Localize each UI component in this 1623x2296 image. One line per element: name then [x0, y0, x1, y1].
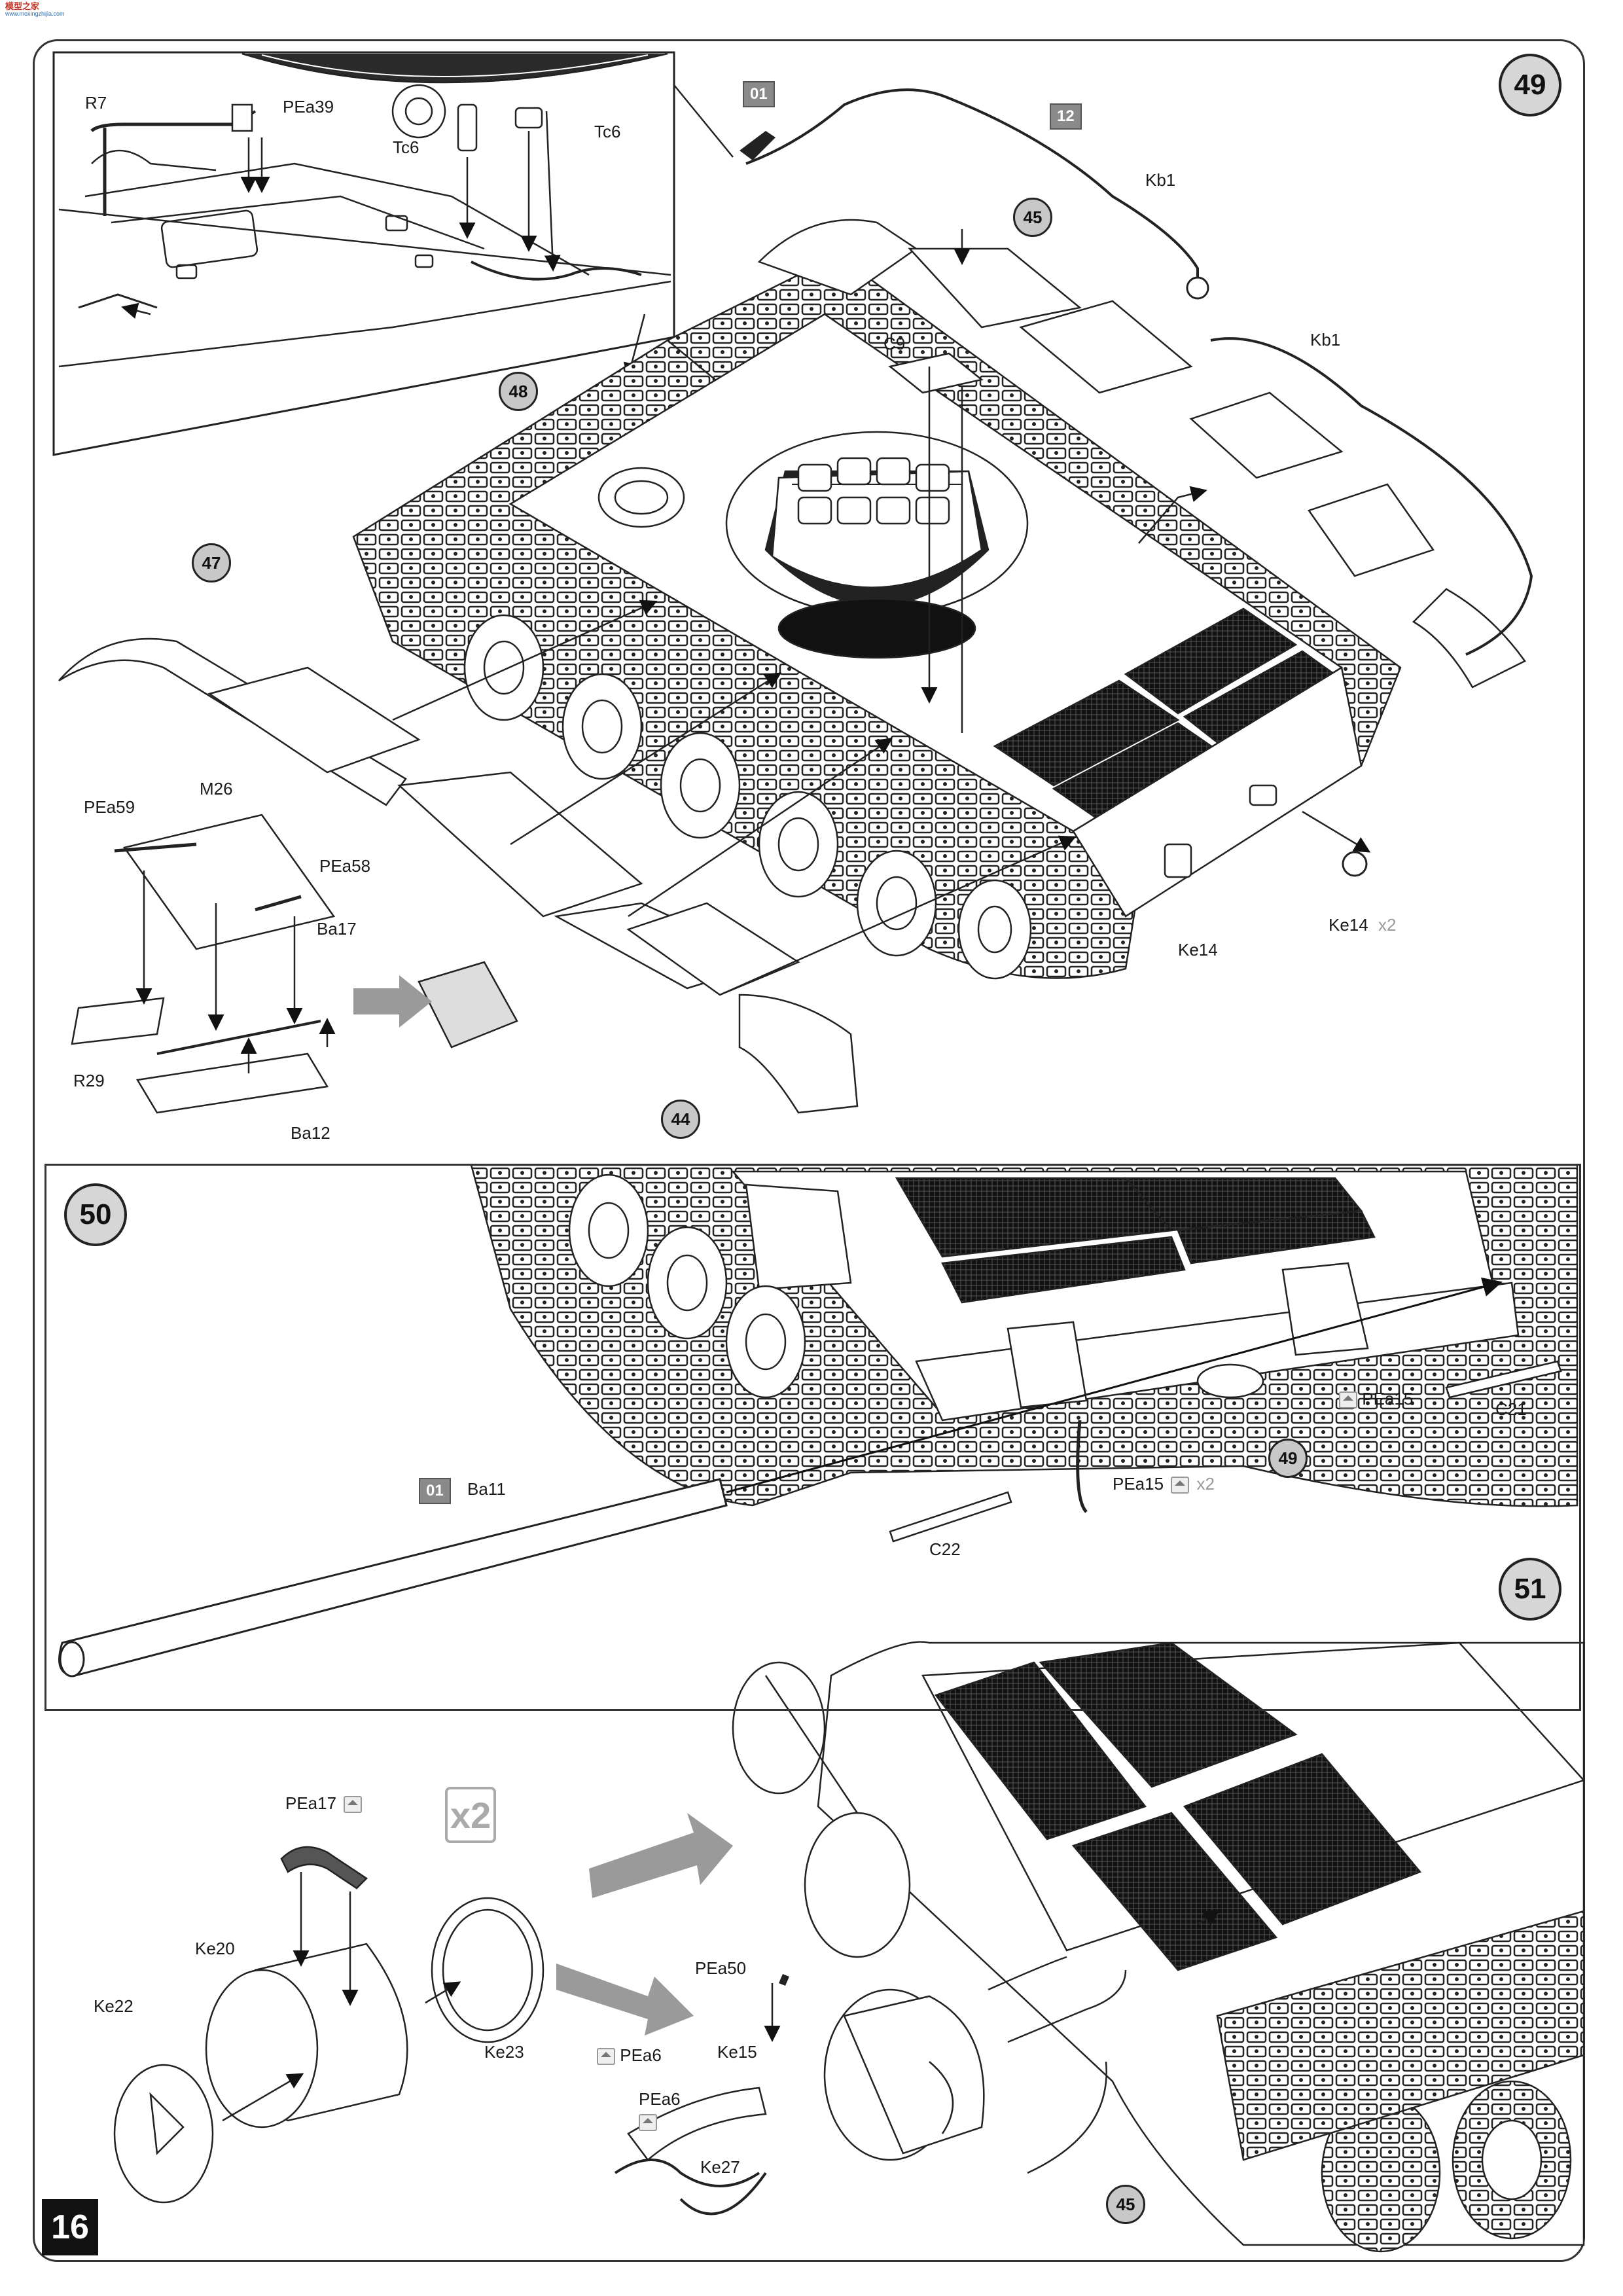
fender-subassembly	[71, 814, 518, 1114]
part-label-pea15-bottom: PEa15 x2	[1113, 1474, 1215, 1494]
part-label-pea58: PEa58	[319, 856, 371, 876]
pea15-quantity: x2	[1196, 1474, 1215, 1494]
part-label-pea15-top: PEa15	[1336, 1389, 1413, 1409]
photo-etch-icon	[597, 2048, 615, 2066]
drum-with-straps	[614, 1988, 985, 2215]
quantity-x2-badge: x2	[445, 1787, 496, 1843]
grey-arrow-49	[353, 975, 432, 1028]
ref-step-44: 44	[661, 1100, 700, 1139]
part-label-kb1-right: Kb1	[1310, 330, 1341, 350]
pea17-name: PEa17	[285, 1793, 337, 1813]
part-label-ba17: Ba17	[317, 919, 357, 939]
step49-detail-inset	[52, 51, 675, 456]
photo-etch-icon	[1171, 1477, 1190, 1494]
part-label-tc6-left: Tc6	[393, 137, 419, 157]
part-label-c21: C21	[1495, 1399, 1527, 1419]
ref-step-45-bottom: 45	[1106, 2185, 1145, 2224]
part-label-pea6-b: PEa6	[639, 2089, 681, 2109]
pea6-b-photo-etch-icon	[636, 2114, 657, 2131]
part-label-tc6-right: Tc6	[594, 122, 621, 141]
part-label-ke15: Ke15	[717, 2042, 757, 2062]
part-label-m26: M26	[200, 779, 233, 798]
pea6-b-name: PEa6	[639, 2089, 681, 2109]
part-label-r7: R7	[85, 93, 107, 113]
drum-assembly	[113, 1846, 544, 2204]
part-label-pea17: PEa17	[285, 1793, 363, 1814]
part-label-pea50: PEa50	[695, 1958, 747, 1978]
step-49-badge: 49	[1499, 54, 1561, 117]
grey-arrow-51-top	[589, 1813, 733, 1898]
part-label-pea6-a: PEa6	[594, 2045, 662, 2066]
photo-etch-icon	[1339, 1391, 1357, 1409]
part-label-ba11: Ba11	[467, 1479, 506, 1499]
part-label-ke22: Ke22	[94, 1996, 134, 2016]
pea15-top-name: PEa15	[1362, 1389, 1414, 1408]
left-fender-parts	[58, 637, 859, 1114]
step51-hull-rear	[732, 1641, 1586, 2253]
ref-step-49: 49	[1268, 1439, 1308, 1478]
step50-panel	[45, 1164, 1581, 1711]
color-tag-01-top: 01	[743, 81, 775, 107]
cable-kb1-right	[1210, 337, 1533, 656]
ref-step-47: 47	[192, 543, 231, 583]
photo-etch-icon	[344, 1796, 363, 1814]
ke14-quantity: x2	[1378, 915, 1397, 935]
part-label-ke14-right: Ke14 x2	[1329, 915, 1396, 935]
pea15-bottom-name: PEa15	[1113, 1474, 1164, 1494]
step50-art	[470, 1164, 1578, 1507]
page-number: 16	[42, 2199, 98, 2255]
part-label-c9: C9	[883, 334, 906, 353]
grey-arrow-51-mid	[556, 1964, 694, 2036]
site-logo-text: 模型之家	[5, 1, 40, 11]
part-label-ke27: Ke27	[700, 2157, 740, 2177]
pea6-a-name: PEa6	[620, 2045, 662, 2065]
ref-step-48: 48	[499, 372, 538, 411]
step-50-badge: 50	[64, 1183, 127, 1246]
part-label-ke20: Ke20	[195, 1939, 235, 1958]
part-label-kb1-top: Kb1	[1145, 170, 1176, 190]
site-logo-url: www.moxingzhijia.com	[5, 10, 65, 17]
part-label-pea39: PEa39	[283, 97, 334, 117]
ke14-right-name: Ke14	[1329, 915, 1368, 935]
color-tag-12: 12	[1050, 103, 1082, 130]
cable-kb1-top	[745, 88, 1199, 288]
part-label-ke14-left: Ke14	[1178, 940, 1218, 960]
page-frame	[33, 39, 1585, 2262]
step49-hull	[352, 219, 1526, 980]
part-label-pea59: PEa59	[84, 797, 135, 817]
part-label-ke23: Ke23	[484, 2042, 524, 2062]
part-label-r29: R29	[73, 1071, 105, 1090]
step-51-badge: 51	[1499, 1558, 1561, 1621]
color-tag-01-mid: 01	[419, 1478, 451, 1504]
part-label-ba12: Ba12	[291, 1123, 330, 1143]
part-label-c22: C22	[929, 1539, 961, 1559]
ref-step-45-top: 45	[1013, 198, 1052, 237]
site-logo: 模型之家 www.moxingzhijia.com	[5, 1, 65, 17]
